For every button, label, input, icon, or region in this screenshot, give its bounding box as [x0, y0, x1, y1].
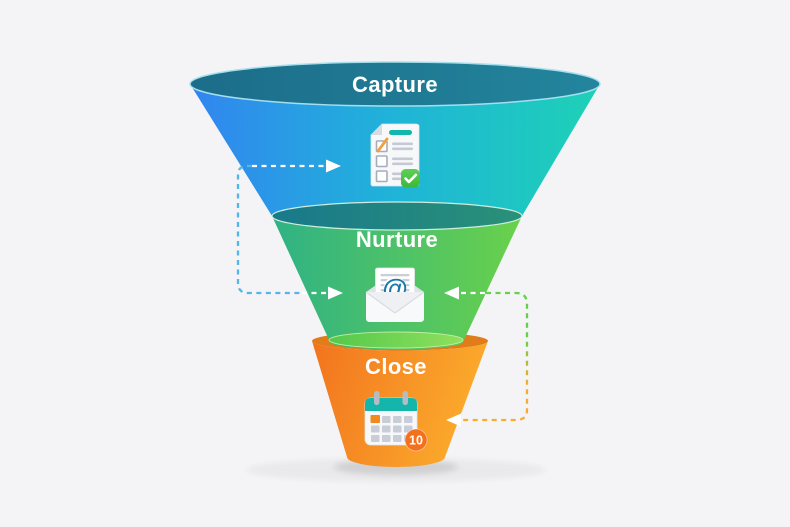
- calendar-day: [393, 435, 402, 442]
- arrow-right-icon: [328, 286, 343, 300]
- form-check-badge: [401, 169, 420, 188]
- email-letter-line: [380, 274, 410, 277]
- calendar-day: [404, 416, 413, 423]
- calendar-day-highlight: [370, 415, 380, 423]
- arrow-left-icon: [444, 286, 459, 300]
- arrow-right-icon: [326, 159, 341, 173]
- arrow-left-icon: [446, 413, 461, 427]
- nurture-bottom-lip: [328, 331, 464, 349]
- form-pencil-check: [376, 137, 389, 153]
- calendar-badge-count: 10: [409, 433, 423, 447]
- email-at-icon: @: [365, 267, 425, 322]
- connector-right-loop: [461, 291, 529, 422]
- calendar-header: [365, 398, 417, 411]
- form-checkbox: [375, 170, 388, 183]
- calendar-ring: [374, 391, 380, 405]
- email-crease: [365, 291, 425, 314]
- stage-label-nurture: Nurture: [356, 227, 438, 252]
- calendar-day: [382, 435, 391, 442]
- calendar-icon: 10: [364, 391, 428, 452]
- form-line: [392, 162, 413, 166]
- checkmark-icon: [404, 173, 418, 184]
- form-title-bar: [389, 130, 412, 135]
- form-line: [392, 142, 413, 146]
- form-checklist-icon: [370, 123, 420, 188]
- calendar-day: [371, 435, 380, 442]
- funnel-stage-nurture-rim: [271, 201, 523, 231]
- form-fold-corner: [371, 124, 382, 135]
- calendar-day: [382, 425, 391, 433]
- funnel-stage-capture-rim: [189, 61, 601, 107]
- calendar-badge: [404, 428, 428, 452]
- form-checkbox: [375, 155, 388, 168]
- stage-label-close: Close: [365, 354, 427, 379]
- calendar-day: [393, 425, 402, 433]
- calendar-day: [371, 425, 380, 433]
- calendar-ring: [402, 391, 408, 405]
- form-line: [392, 157, 413, 161]
- calendar-day: [382, 416, 391, 423]
- calendar-day: [393, 416, 402, 423]
- stage-label-capture: Capture: [352, 72, 438, 97]
- email-front-flap: [366, 292, 424, 322]
- form-line: [392, 147, 413, 151]
